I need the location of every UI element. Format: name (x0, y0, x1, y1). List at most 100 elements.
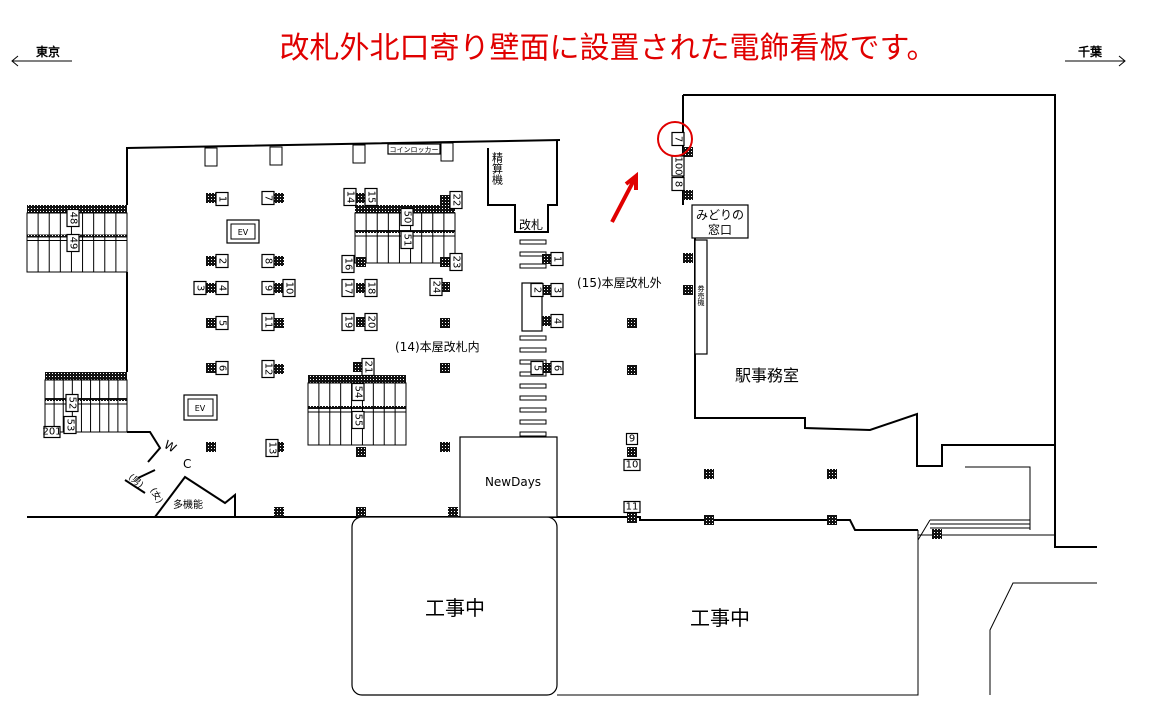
gate-lane (519, 383, 547, 389)
sign-number: 53 (63, 415, 77, 435)
pillar (627, 318, 637, 328)
sign-number: 4 (215, 280, 229, 296)
sign-number: 11 (623, 500, 641, 514)
pillar (683, 285, 693, 295)
elevator-1: EV (226, 219, 260, 244)
sign-number: 5 (530, 360, 544, 376)
page-title: 改札外北口寄り壁面に設置された電飾看板です。 (280, 31, 937, 66)
sign-number: 9 (625, 432, 639, 446)
sign-number-label: 4 (217, 285, 228, 291)
sign-number-label: 48 (68, 212, 79, 225)
sign-number-label: 55 (353, 414, 364, 427)
sign-number-label: 2 (532, 287, 543, 293)
sign-number: 9 (261, 280, 275, 296)
coin-locker-label: コインロッカー (390, 146, 439, 154)
sign-number: 17 (341, 278, 355, 298)
sign-number: 12 (261, 359, 275, 379)
sign-number: 21 (361, 357, 375, 377)
sign-number-label: 4 (552, 318, 563, 324)
gate-lane (519, 263, 547, 269)
pillar (356, 257, 366, 267)
sign-number-label: 21 (363, 361, 374, 374)
sign-number: 1 (550, 251, 564, 267)
sign-number: 54 (351, 382, 365, 402)
pillar (356, 283, 366, 293)
gate-booth (487, 140, 558, 233)
elevator-label: EV (195, 404, 206, 413)
sign-number-label: 20 (366, 316, 377, 329)
sign-number: 24 (429, 277, 443, 297)
pillar (274, 193, 284, 203)
pillar (827, 515, 837, 525)
sign-number-label: 5 (217, 320, 228, 326)
sign-number: 55 (351, 410, 365, 430)
sign-number: 15 (364, 187, 378, 207)
sign-number-label: 10 (626, 460, 639, 471)
ticket-office-box (691, 204, 749, 239)
sign-number-label: 9 (263, 285, 274, 291)
sign-number: 11 (261, 312, 275, 332)
pillars (206, 147, 942, 539)
sign-number: 6 (215, 360, 229, 376)
sign-number: 18 (364, 278, 378, 298)
coin-locker-box (387, 143, 441, 155)
sign-number-label: 9 (629, 434, 635, 445)
sign-number-label: 15 (366, 191, 377, 204)
sign-number-label: 50 (402, 211, 413, 224)
sign-number: 49 (66, 233, 80, 253)
station-office-wall (682, 94, 1097, 548)
pillar (356, 193, 366, 203)
sign-number: 50 (400, 207, 414, 227)
sign-number: 10 (282, 278, 296, 298)
pillar (356, 317, 366, 327)
ticket-office-label-1: みどりの (696, 208, 744, 222)
pillar (683, 253, 693, 263)
sign-number: 52 (65, 393, 79, 413)
sign-number-label: 54 (353, 386, 364, 399)
pillar (704, 515, 714, 525)
pillar (353, 362, 363, 372)
sign-number: 8 (261, 253, 275, 269)
sign-number-label: 17 (343, 282, 354, 295)
ticket-machine-box (694, 239, 708, 355)
sign-number: 100 (671, 155, 685, 177)
sign-number-label: 49 (68, 237, 79, 250)
sign-number: 22 (449, 190, 463, 210)
direction-right: 千葉 (1065, 44, 1126, 67)
sign-number-label: 51 (402, 234, 413, 247)
pillar (206, 363, 216, 373)
pillar (274, 318, 284, 328)
pillar (440, 282, 450, 292)
pointer-arrow-icon (610, 171, 638, 223)
sign-number-label: 7 (673, 136, 684, 142)
sign-number: 1 (215, 191, 229, 207)
ticket-office-label-2: 窓口 (708, 222, 732, 237)
sign-number-label: 5 (532, 365, 543, 371)
sign-number-label: 100 (673, 156, 684, 175)
sign-number-label: 2 (217, 258, 228, 264)
sign-number: 2 (215, 253, 229, 269)
sign-number-label: 8 (263, 258, 274, 264)
sign-number: 48 (66, 208, 80, 228)
sign-number-label: 7 (263, 195, 274, 201)
outer-curve (989, 582, 1097, 695)
sign-number: 19 (341, 312, 355, 332)
sign-number: 4 (550, 313, 564, 329)
construction-label-1: 工事中 (425, 596, 485, 620)
station-office-label: 駅事務室 (735, 366, 799, 385)
sign-number-label: 18 (366, 282, 377, 295)
outside-gate-label: (15)本屋改札外 (577, 276, 662, 290)
sign-number: 13 (265, 438, 279, 458)
gate-lane (519, 407, 547, 413)
multi-toilet-label: 多機能 (173, 498, 203, 511)
gate-lane (519, 335, 547, 341)
pillar (683, 147, 693, 157)
ticket-gates (519, 239, 547, 437)
sign-number-label: 11 (626, 502, 639, 513)
direction-left: 東京 (11, 44, 72, 67)
pillar (827, 469, 837, 479)
wc-men: (男) (126, 472, 145, 491)
fare-adjust-label: 精算機 (491, 152, 504, 186)
